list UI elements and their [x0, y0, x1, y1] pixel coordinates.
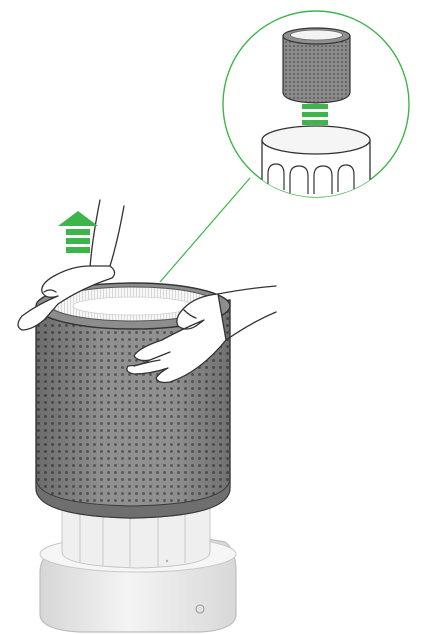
right-hand [126, 285, 277, 384]
purifier-base [39, 504, 237, 633]
callout-leader [159, 177, 251, 283]
replacement-filter [282, 27, 351, 104]
callout-detail [222, 10, 410, 198]
filter-seat [261, 125, 371, 197]
arrow-up-icon [58, 211, 98, 253]
power-button-icon [195, 604, 205, 614]
left-hand [17, 199, 125, 331]
